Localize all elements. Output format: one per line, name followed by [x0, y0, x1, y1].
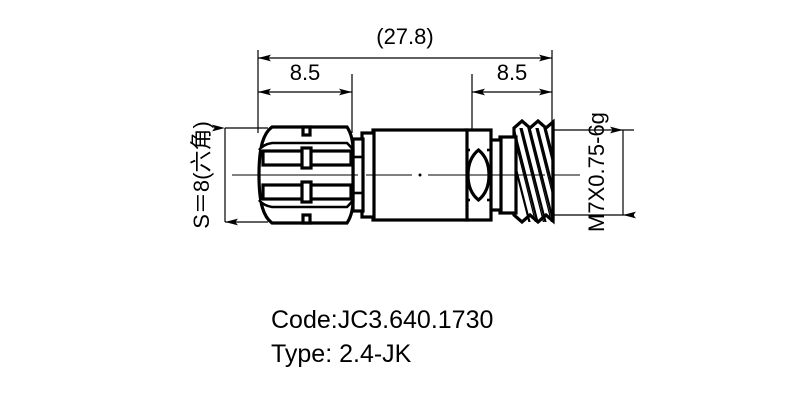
- hex-slot-lower: [300, 180, 313, 225]
- code-label: Code:JC3.640.1730: [271, 306, 493, 334]
- center-mark-dot: [418, 173, 422, 177]
- caption-block: Code:JC3.640.1730 Type: 2.4-JK: [271, 306, 493, 368]
- overall-length-label: (27.8): [376, 24, 433, 49]
- type-label: Type: 2.4-JK: [271, 340, 412, 368]
- dimension-thread-spec: M7X0.75-6g: [545, 112, 636, 232]
- right-segment-label: 8.5: [497, 60, 528, 85]
- left-segment-label: 8.5: [290, 60, 321, 85]
- threaded-end-section: [512, 118, 555, 225]
- hex-across-flats-label: S＝8(六角): [189, 121, 214, 229]
- dimension-overall-length: (27.8): [258, 24, 552, 62]
- connector-geometry: [257, 118, 555, 225]
- thread-spec-label: M7X0.75-6g: [584, 112, 609, 232]
- centerline-axis: [232, 173, 580, 177]
- dimension-right-segment: 8.5: [472, 60, 552, 96]
- dimension-hex-across-flats: S＝8(六角): [189, 121, 268, 229]
- hex-slot-upper: [300, 125, 313, 170]
- dimension-left-segment: 8.5: [258, 60, 352, 96]
